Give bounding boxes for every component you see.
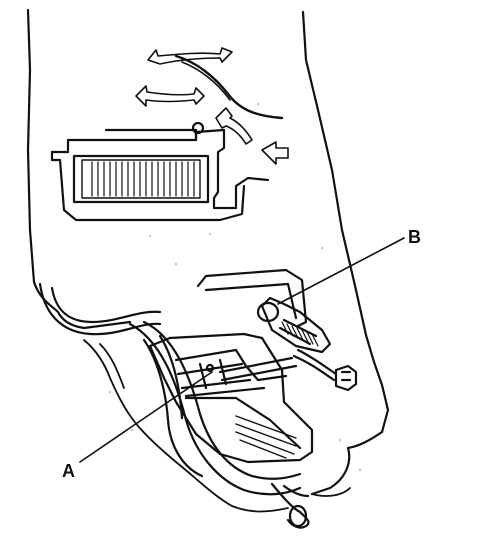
- callout-a: A: [62, 461, 75, 481]
- connector-cable: [218, 348, 358, 392]
- component-a: [174, 348, 288, 398]
- core-fins: [91, 161, 195, 197]
- component-b: [256, 296, 332, 354]
- panel-outline: [26, 8, 390, 496]
- floor-outline: [83, 339, 351, 513]
- housing-ribs: [235, 415, 297, 459]
- print-speckles: [109, 103, 361, 471]
- heater-core: [50, 121, 270, 222]
- leader-line-a: [79, 371, 213, 463]
- coolant-pipes: [38, 282, 310, 529]
- airflow-arrows: [135, 47, 289, 165]
- callout-b: B: [408, 227, 421, 247]
- component-b-coil: [281, 321, 319, 347]
- leader-line-b: [277, 237, 405, 305]
